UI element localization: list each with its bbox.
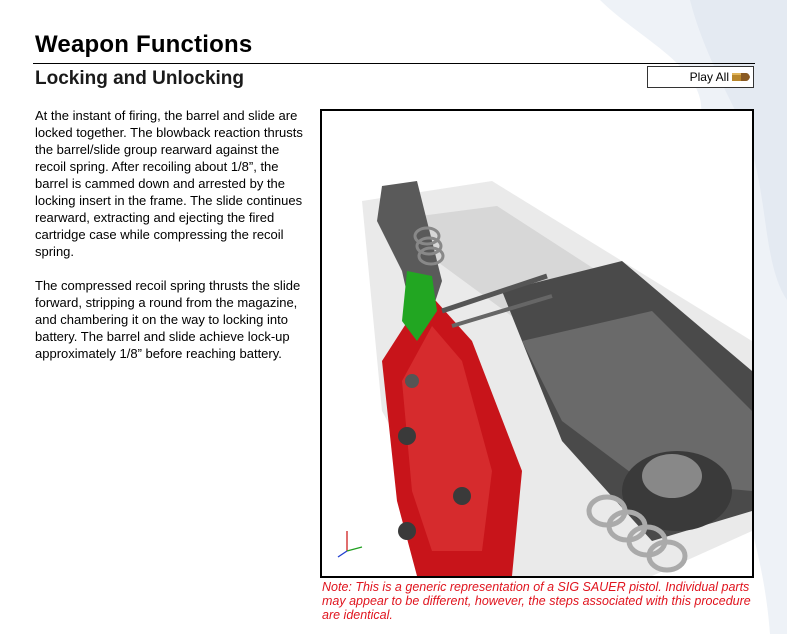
model-viewer[interactable]: [320, 109, 754, 578]
title-divider: [33, 63, 755, 64]
description-text: At the instant of firing, the barrel and…: [35, 107, 305, 379]
paragraph-return: The compressed recoil spring thrusts the…: [35, 278, 301, 361]
pistol-3d-model: [337, 181, 752, 576]
paragraph-firing: At the instant of firing, the barrel and…: [35, 108, 303, 259]
play-all-label: Play All: [689, 70, 729, 84]
section-subtitle: Locking and Unlocking: [35, 68, 245, 89]
play-all-button[interactable]: Play All: [647, 66, 754, 88]
cartridge-icon: [732, 73, 750, 81]
disclaimer-note: Note: This is a generic representation o…: [322, 580, 751, 622]
page-title: Weapon Functions: [35, 31, 253, 58]
